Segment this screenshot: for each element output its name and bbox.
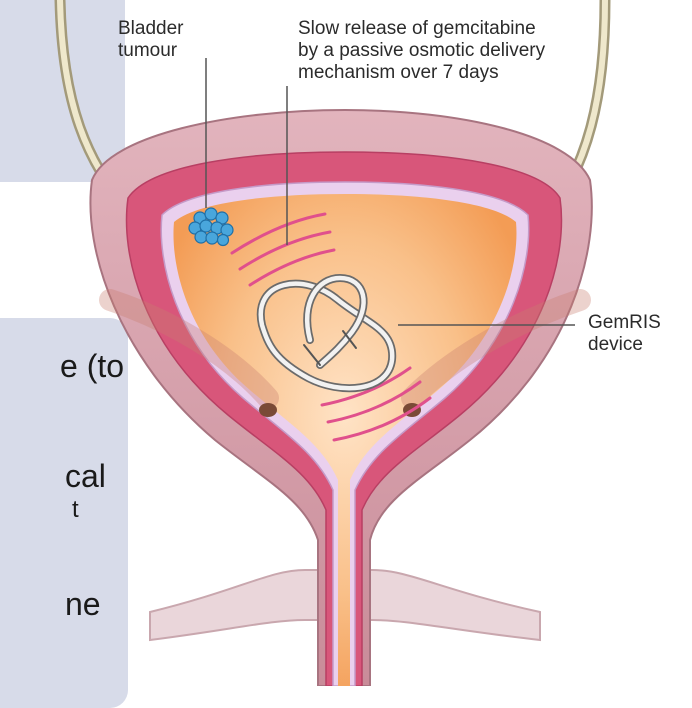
label-bladder-tumour: Bladder tumour xyxy=(118,18,184,62)
ureteric-orifice-left xyxy=(259,403,277,417)
label-bladder-tumour-line-1: Bladder xyxy=(118,18,184,40)
label-gemris-device: GemRIS device xyxy=(588,312,661,356)
label-slow-release-line-2: by a passive osmotic delivery xyxy=(298,40,545,62)
label-gemris-line-1: GemRIS xyxy=(588,312,661,334)
label-slow-release-line-3: mechanism over 7 days xyxy=(298,62,545,84)
label-slow-release: Slow release of gemcitabine by a passive… xyxy=(298,18,545,84)
label-slow-release-line-1: Slow release of gemcitabine xyxy=(298,18,545,40)
label-gemris-line-2: device xyxy=(588,334,661,356)
label-bladder-tumour-line-2: tumour xyxy=(118,40,184,62)
tumour-cluster xyxy=(189,208,233,246)
